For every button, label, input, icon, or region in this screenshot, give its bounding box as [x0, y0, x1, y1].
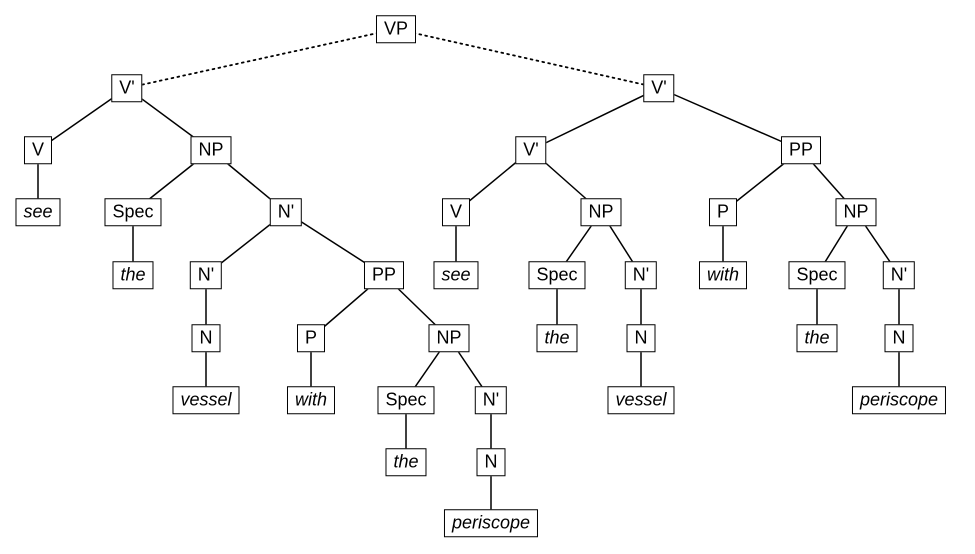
- tree-node-p-R: P: [708, 198, 738, 226]
- tree-node-with-L: with: [286, 386, 336, 414]
- tree-node-n-L2: N: [476, 448, 506, 476]
- tree-node-pp-R: PP: [780, 136, 822, 164]
- tree-node-vbar-R: V': [643, 74, 675, 102]
- tree-node-the-L2: the: [385, 448, 427, 476]
- tree-node-pp-L: PP: [363, 261, 405, 289]
- tree-node-the-L1: the: [112, 261, 154, 289]
- tree-node-n-L1: N: [191, 324, 221, 352]
- tree-node-vbar-R2: V': [515, 136, 547, 164]
- tree-node-nbar-R1: N': [624, 261, 658, 289]
- tree-node-np-L2: NP: [428, 324, 470, 352]
- tree-node-np-R: NP: [580, 198, 622, 226]
- tree-node-nbar-L2: N': [189, 261, 223, 289]
- tree-node-vessel-R: vessel: [607, 386, 675, 414]
- tree-node-see-L: see: [15, 198, 61, 226]
- tree-node-periscope-R: periscope: [851, 386, 947, 414]
- tree-node-p-L: P: [296, 324, 326, 352]
- tree-node-v-L: V: [23, 136, 53, 164]
- tree-node-spec-L: Spec: [104, 198, 162, 226]
- tree-node-n-R1: N: [626, 324, 656, 352]
- tree-node-nbar-L1: N': [269, 198, 303, 226]
- tree-node-vbar-L: V': [111, 74, 143, 102]
- tree-node-nbar-R2: N': [882, 261, 916, 289]
- tree-edge-dotted: [126, 28, 397, 89]
- tree-node-with-R: with: [698, 261, 748, 289]
- tree-node-see-R: see: [433, 261, 479, 289]
- tree-edge-dotted: [395, 28, 660, 89]
- tree-node-spec-L2: Spec: [377, 386, 435, 414]
- tree-node-periscope-L: periscope: [443, 509, 539, 537]
- tree-edge: [658, 87, 802, 151]
- tree-edge: [530, 87, 660, 151]
- tree-node-v-R: V: [441, 198, 471, 226]
- tree-node-the-R1: the: [536, 324, 578, 352]
- tree-node-n-R2: N: [884, 324, 914, 352]
- tree-node-spec-R2: Spec: [788, 261, 846, 289]
- tree-node-nbar-L3: N': [474, 386, 508, 414]
- tree-node-the-R2: the: [796, 324, 838, 352]
- tree-node-spec-R: Spec: [528, 261, 586, 289]
- tree-node-vp: VP: [375, 15, 417, 43]
- tree-node-vessel-L: vessel: [172, 386, 240, 414]
- tree-node-np-L: NP: [190, 136, 232, 164]
- tree-node-np-R2: NP: [835, 198, 877, 226]
